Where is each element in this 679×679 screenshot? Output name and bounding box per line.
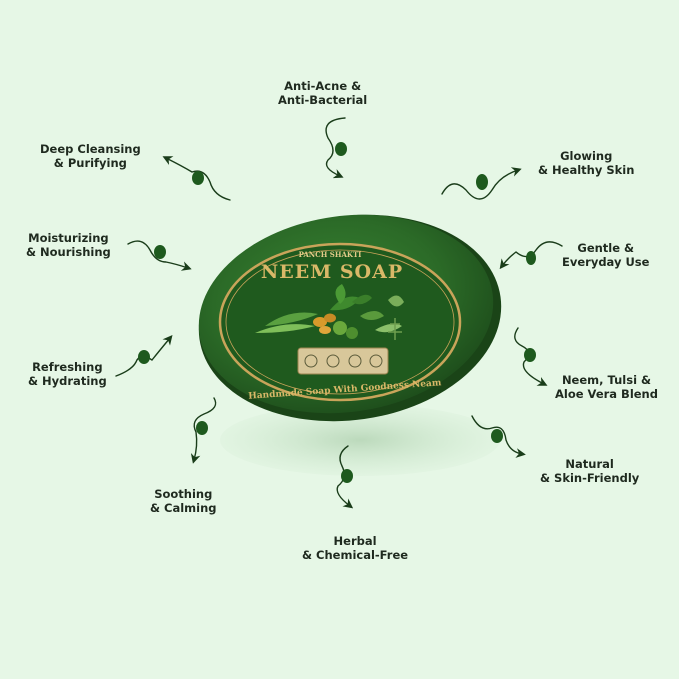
certification-badge bbox=[297, 347, 389, 375]
benefit-refreshing: Refreshing & Hydrating bbox=[28, 360, 107, 388]
herbs-illustration bbox=[255, 284, 404, 340]
benefit-herbal: Herbal & Chemical-Free bbox=[302, 534, 409, 562]
benefit-anti-acne: Anti-Acne & Anti-Bacterial bbox=[278, 79, 368, 107]
arrow-natural bbox=[471, 415, 526, 458]
benefit-soothing: Soothing & Calming bbox=[150, 487, 217, 515]
benefit-deep-cleansing: Deep Cleansing & Purifying bbox=[40, 142, 141, 170]
arrow-deep-cleansing bbox=[162, 156, 231, 201]
benefit-neem-tulsi: Neem, Tulsi & Aloe Vera Blend bbox=[555, 373, 658, 401]
soap-shadow bbox=[220, 404, 500, 476]
arrow-moisturizing bbox=[127, 240, 192, 271]
arrow-herbal bbox=[336, 445, 354, 509]
arrow-glowing bbox=[441, 167, 522, 200]
neem-soap-bar: PANCH SHAKTI NEEM SOAP Handmade Soap Wit… bbox=[198, 214, 502, 422]
benefit-moisturizing: Moisturizing & Nourishing bbox=[26, 231, 111, 259]
arrow-gentle bbox=[499, 241, 563, 270]
arrows bbox=[115, 117, 563, 509]
benefit-gentle: Gentle & Everyday Use bbox=[562, 241, 650, 269]
arrow-neem-tulsi bbox=[514, 327, 548, 386]
soap-brand: PANCH SHAKTI bbox=[299, 250, 362, 259]
benefit-glowing: Glowing & Healthy Skin bbox=[538, 149, 635, 177]
arrow-anti-acne bbox=[325, 117, 347, 179]
soap-name: NEEM SOAP bbox=[261, 261, 403, 283]
arrow-soothing bbox=[190, 397, 217, 464]
benefit-natural: Natural & Skin-Friendly bbox=[540, 457, 640, 485]
arrow-refreshing bbox=[115, 334, 173, 377]
